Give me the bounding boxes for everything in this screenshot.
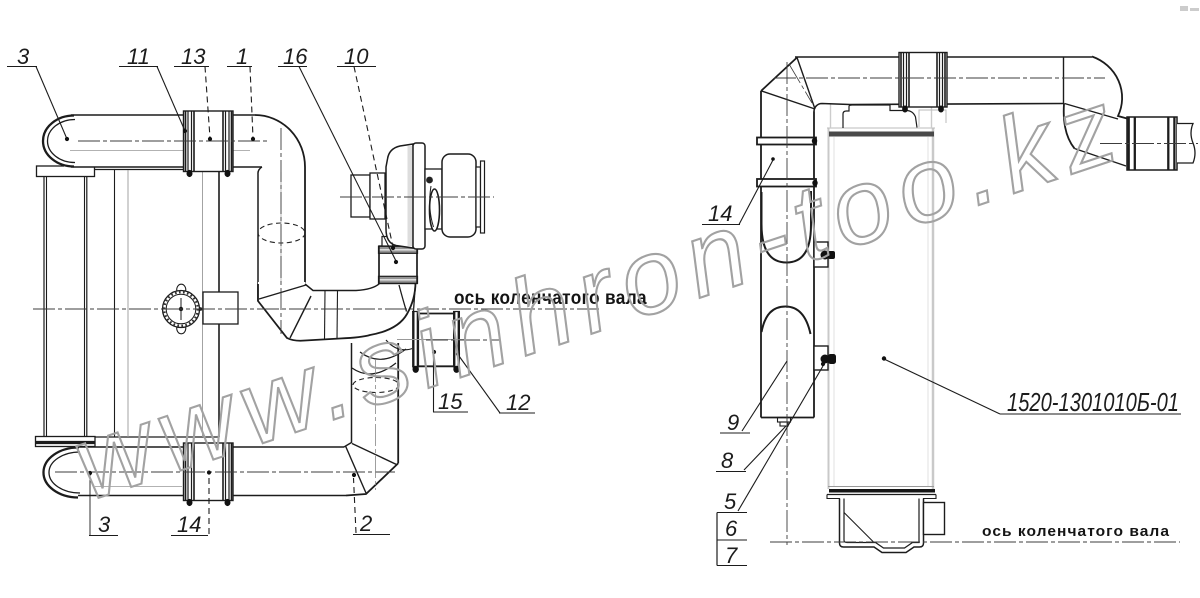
svg-text:3: 3 [98, 512, 111, 537]
svg-text:7: 7 [725, 543, 738, 568]
svg-text:10: 10 [344, 44, 369, 69]
svg-text:9: 9 [727, 410, 739, 435]
svg-text:13: 13 [181, 44, 206, 69]
svg-text:8: 8 [721, 448, 734, 473]
svg-text:2: 2 [359, 511, 372, 536]
svg-text:ось коленчатого вала: ось коленчатого вала [454, 288, 647, 309]
svg-text:11: 11 [127, 44, 150, 69]
svg-text:ось коленчатого вала: ось коленчатого вала [982, 523, 1170, 540]
svg-text:15: 15 [438, 389, 463, 414]
svg-text:14: 14 [708, 201, 732, 226]
svg-text:1: 1 [236, 44, 248, 69]
svg-text:6: 6 [725, 516, 738, 541]
svg-text:5: 5 [724, 489, 737, 514]
svg-text:3: 3 [17, 44, 30, 69]
svg-text:12: 12 [506, 390, 530, 415]
svg-text:16: 16 [283, 44, 308, 69]
svg-text:1520-1301010Б-01: 1520-1301010Б-01 [1007, 387, 1179, 417]
svg-text:14: 14 [177, 512, 201, 537]
